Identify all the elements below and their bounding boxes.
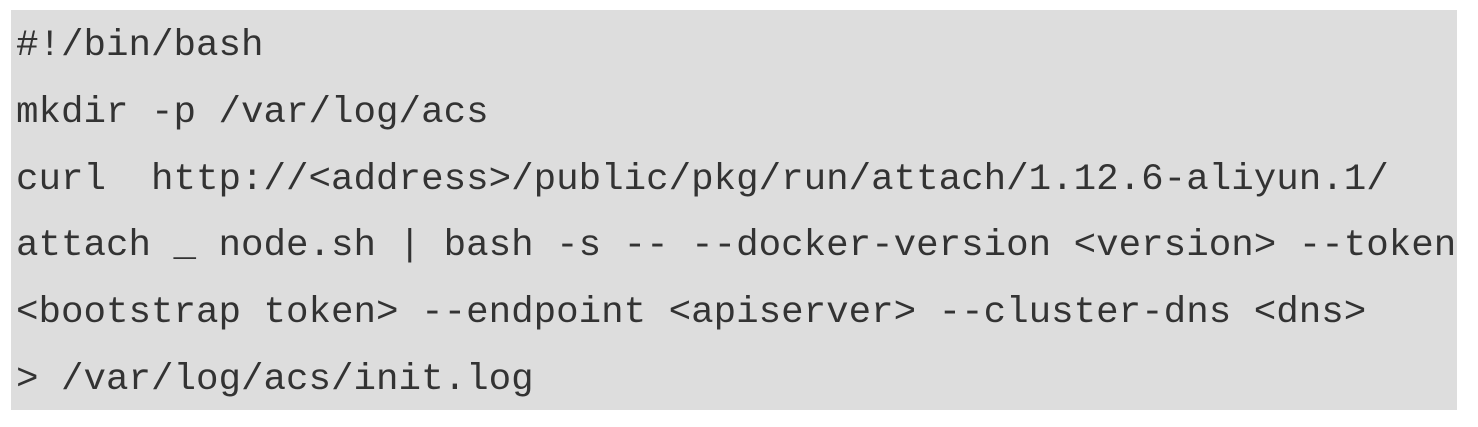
code-line: <bootstrap token> --endpoint <apiserver>… xyxy=(16,292,1367,334)
code-line: attach _ node.sh | bash -s -- --docker-v… xyxy=(16,225,1457,267)
code-block: #!/bin/bash mkdir -p /var/log/acs curl h… xyxy=(11,10,1457,410)
code-line: curl http://<address>/public/pkg/run/att… xyxy=(16,159,1389,201)
code-line: mkdir -p /var/log/acs xyxy=(16,92,489,134)
code-line: #!/bin/bash xyxy=(16,25,264,67)
code-line: > /var/log/acs/init.log xyxy=(16,359,534,401)
